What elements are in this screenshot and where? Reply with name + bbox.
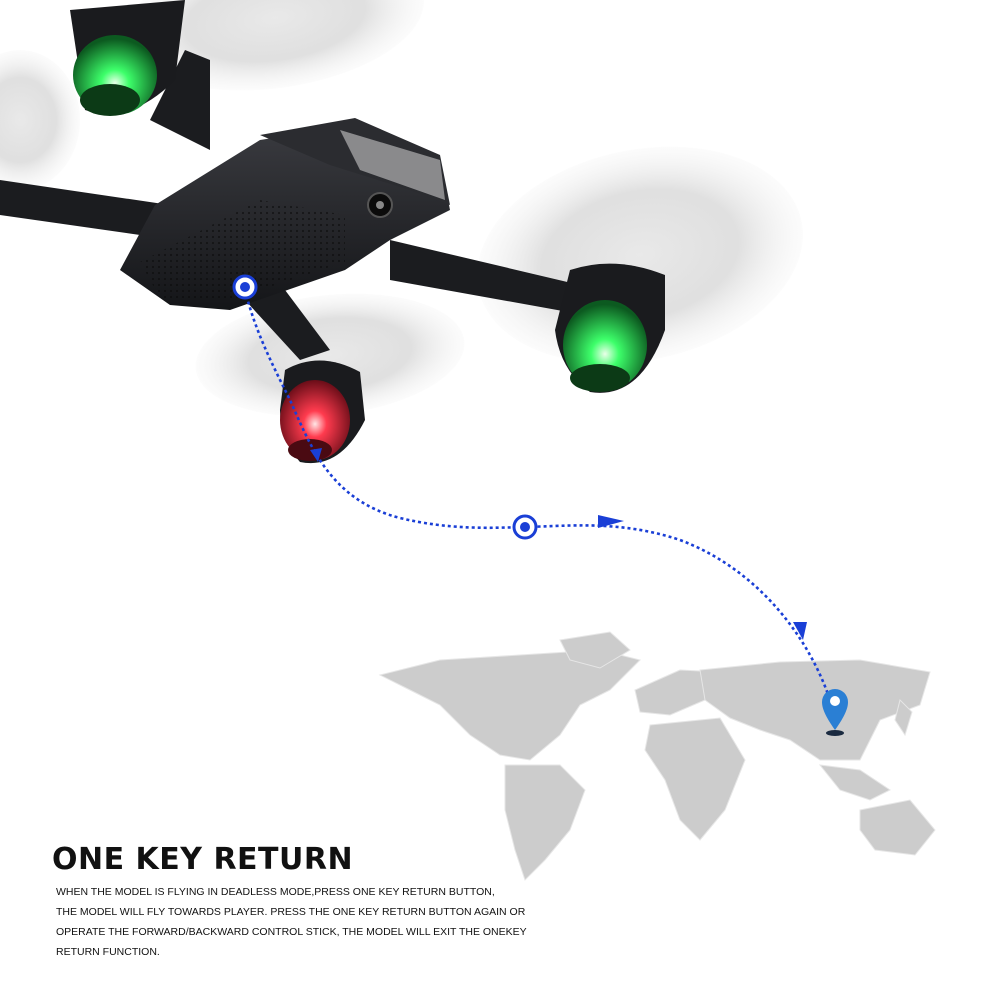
arm-top <box>150 50 210 150</box>
arm-left <box>0 180 175 240</box>
path-arrow-1 <box>310 448 322 462</box>
motor-right <box>555 263 665 393</box>
drone-body <box>120 118 450 310</box>
propeller-bottom <box>195 293 465 417</box>
arm-right <box>390 240 585 315</box>
description-line-4: RETURN FUNCTION. <box>56 946 160 958</box>
propeller-far-left <box>0 50 80 190</box>
path-arrow-3 <box>793 622 807 640</box>
target-circle-icon <box>512 514 538 540</box>
location-pin-icon <box>822 689 848 736</box>
australia <box>859 799 936 856</box>
south-america <box>504 764 586 881</box>
world-map <box>378 631 936 881</box>
feature-title: ONE KEY RETURN <box>52 842 354 877</box>
southeast-asia <box>818 764 891 801</box>
description-line-2: THE MODEL WILL FLY TOWARDS PLAYER. PRESS… <box>56 906 526 918</box>
path-arrow-2 <box>598 515 624 528</box>
propeller-top-left <box>126 0 424 91</box>
drone-arms <box>0 50 585 360</box>
description-line-1: WHEN THE MODEL IS FLYING IN DEADLESS MOD… <box>56 886 495 898</box>
motor-bottom-red <box>280 360 365 464</box>
africa <box>644 717 746 841</box>
feature-description: WHEN THE MODEL IS FLYING IN DEADLESS MOD… <box>56 882 576 962</box>
motor-top-left <box>70 0 185 116</box>
description-line-3: OPERATE THE FORWARD/BACKWARD CONTROL STI… <box>56 926 527 938</box>
japan <box>894 699 913 737</box>
greenland <box>559 631 631 669</box>
path-line <box>243 289 832 701</box>
north-america <box>378 649 641 761</box>
arm-bottom <box>245 290 330 360</box>
return-flight-path <box>243 289 832 701</box>
asia <box>699 659 931 761</box>
target-circle-icon <box>232 274 258 300</box>
